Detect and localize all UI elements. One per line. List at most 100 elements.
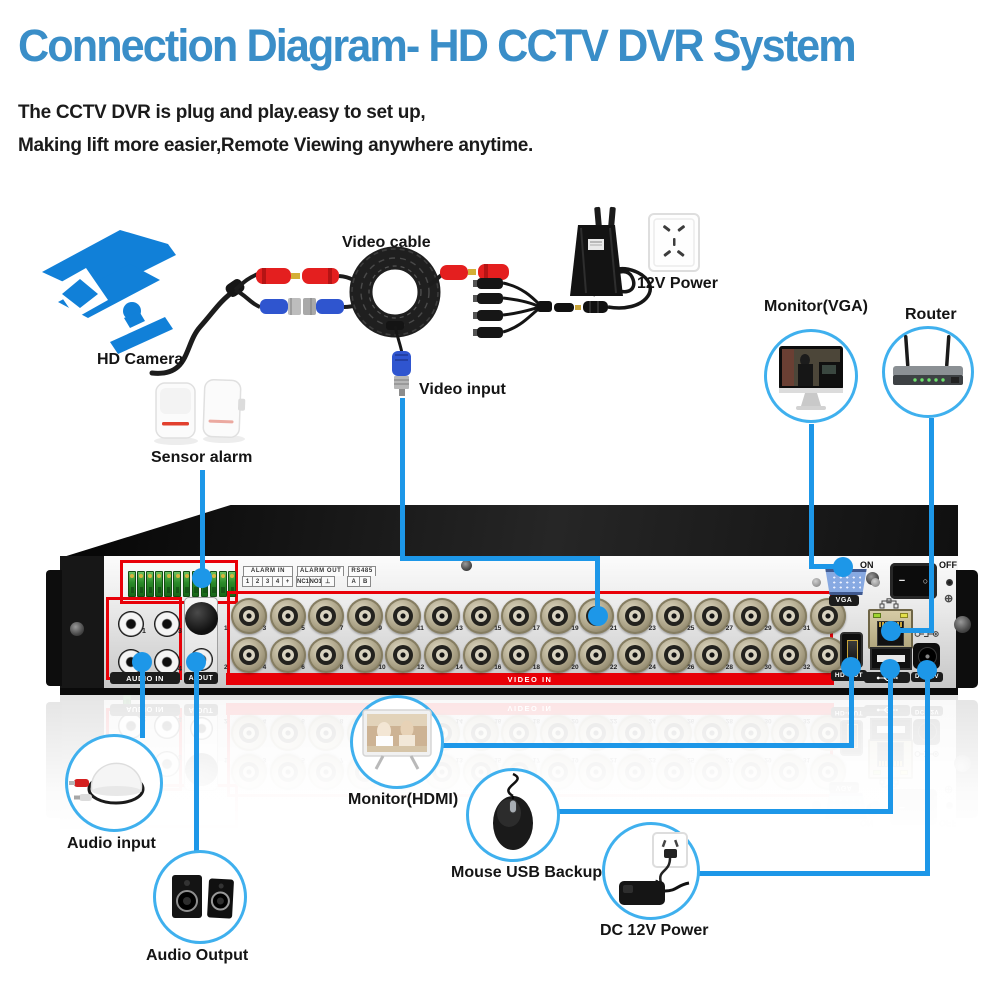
alarm-table-cell: ⊥ xyxy=(321,576,335,587)
rca-jack: 4 xyxy=(154,649,182,675)
sensor-alarm-icon xyxy=(154,378,246,445)
bnc-number: 30 xyxy=(764,664,772,671)
dot-ethernet xyxy=(881,621,901,641)
terminal-segment xyxy=(137,571,145,597)
bnc-connector: 1 xyxy=(224,598,267,634)
alarm-table-header: ALARM OUT xyxy=(297,566,345,576)
bnc-connector: 29 xyxy=(764,598,808,634)
switch-off-mark: ○ xyxy=(922,576,929,586)
audio-out-strip: A-OUT xyxy=(184,672,218,684)
hd-camera-label: HD Camera xyxy=(97,351,184,368)
line-sensor-to-alarm xyxy=(200,470,205,580)
sensor-alarm-label: Sensor alarm xyxy=(151,449,253,466)
bnc-connector: 9 xyxy=(378,598,422,634)
subtitle-line-1: The CCTV DVR is plug and play.easy to se… xyxy=(18,102,426,123)
cctv-camera-icon xyxy=(42,230,176,354)
bnc-connector: 2 xyxy=(224,637,267,673)
video-input-label: Video input xyxy=(419,381,506,398)
stud xyxy=(954,616,971,633)
video-cable-label: Video cable xyxy=(342,234,431,251)
alarm-terminal-block xyxy=(128,571,236,597)
dot-audio-out xyxy=(186,652,206,672)
bnc-number: 26 xyxy=(687,664,695,671)
bnc-number: 14 xyxy=(455,664,463,671)
ethernet-led xyxy=(900,613,908,618)
dc-12v-power-label: DC 12V Power xyxy=(600,922,709,939)
on-label: ON xyxy=(860,560,874,570)
power-adapter-12v xyxy=(570,206,623,296)
rca-power-pair-right xyxy=(440,264,509,280)
bnc-connector: 30 xyxy=(764,637,808,673)
vga-strip: VGA xyxy=(829,595,859,606)
bnc-connector: 11 xyxy=(417,598,460,634)
bnc-number: 8 xyxy=(339,664,344,671)
dot-alarm-terminal xyxy=(192,568,212,588)
bnc-number: 28 xyxy=(725,664,734,671)
switch-on-mark: − xyxy=(898,575,906,587)
terminal-segment xyxy=(146,571,154,597)
bnc-connector: 25 xyxy=(687,598,731,634)
monitor-hdmi-icon xyxy=(362,709,432,770)
dot-audio-in xyxy=(132,652,152,672)
bnc-connector: 20 xyxy=(571,637,615,673)
bnc-number: 18 xyxy=(532,664,541,671)
router-icon xyxy=(893,335,963,385)
microphone-icon xyxy=(69,762,145,805)
bnc-connector: 15 xyxy=(494,598,538,634)
ground-icon: ⊕ xyxy=(944,593,954,605)
audio-output-label: Audio Output xyxy=(146,947,249,964)
terminal-segment xyxy=(228,571,236,597)
page-title: Connection Diagram- HD CCTV DVR System xyxy=(18,20,857,71)
bnc-connector: 24 xyxy=(649,637,692,673)
audio-input-callout xyxy=(65,734,163,832)
bnc-number: 7 xyxy=(339,625,344,632)
line-video-input-h xyxy=(400,556,600,561)
alarm-table-cell: + xyxy=(282,576,293,587)
wall-socket xyxy=(648,213,700,272)
audio-output-callout xyxy=(153,850,247,944)
bnc-video-pair-left xyxy=(260,298,344,315)
bnc-connector: 22 xyxy=(610,637,653,673)
bnc-number: 13 xyxy=(455,625,463,632)
bnc-connector: 23 xyxy=(649,598,692,634)
bnc-number: 11 xyxy=(417,625,424,632)
router-label: Router xyxy=(905,306,957,323)
line-usb-h xyxy=(558,809,893,814)
vga-nut xyxy=(812,578,821,587)
bnc-number: 9 xyxy=(378,625,383,632)
bnc-number: 12 xyxy=(417,664,425,671)
dot-vga xyxy=(833,557,853,577)
bnc-number: 25 xyxy=(687,625,695,632)
bnc-connector: 16 xyxy=(494,637,538,673)
bnc-connector: 27 xyxy=(726,598,769,634)
bnc-connector: 18 xyxy=(533,637,576,673)
alarm-table-cell: B xyxy=(358,576,372,587)
dvr-bottom-edge xyxy=(60,688,958,695)
line-video-input-v2 xyxy=(595,556,600,618)
bnc-number: 3 xyxy=(262,625,267,632)
bnc-number: 10 xyxy=(378,664,386,671)
bnc-number: 31 xyxy=(803,625,811,632)
line-usb-v xyxy=(888,668,893,814)
bnc-connector: 12 xyxy=(417,637,460,673)
rca-jack-number: 3 xyxy=(178,628,182,635)
line-dc-v xyxy=(925,670,930,876)
bnc-number: 1 xyxy=(224,625,228,632)
alarm-table-cell: NC1 xyxy=(296,576,310,587)
dot-usb xyxy=(880,659,900,679)
bnc-number: 23 xyxy=(648,625,656,632)
bnc-video-input-plug xyxy=(392,351,411,396)
screw xyxy=(70,622,84,636)
mouse-callout xyxy=(466,768,560,862)
line-hdmi-h xyxy=(442,743,854,748)
cable-coil xyxy=(349,246,441,338)
bnc-connector: 8 xyxy=(340,637,383,673)
rca-jack: 1 xyxy=(118,611,146,637)
dvr-left-flange xyxy=(46,570,62,686)
mouse-icon xyxy=(493,772,533,850)
terminal-segment xyxy=(218,571,227,597)
